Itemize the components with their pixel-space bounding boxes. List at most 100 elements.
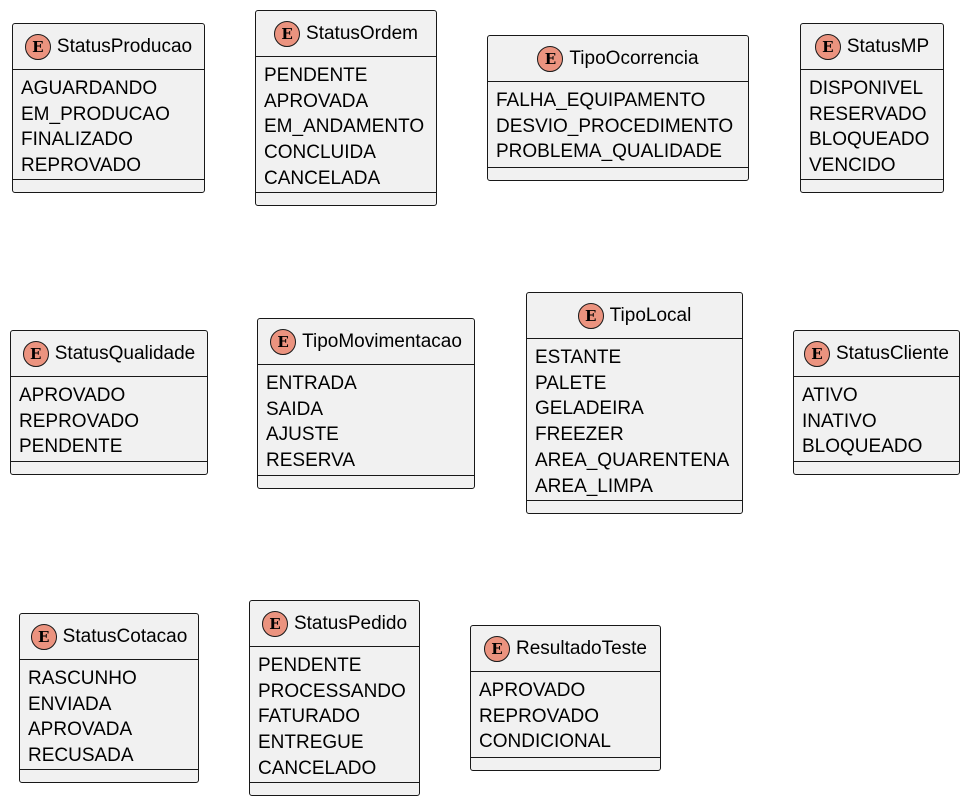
- enum-value: DISPONIVEL: [809, 78, 924, 99]
- enum-value: PENDENTE: [258, 655, 362, 676]
- enum-value: PENDENTE: [264, 65, 368, 86]
- enum-methods-divider: [20, 769, 198, 770]
- enum-name: StatusCotacao: [62, 625, 188, 647]
- enum-methods-divider: [488, 167, 748, 168]
- enum-value: INATIVO: [802, 410, 877, 432]
- enum-value: APROVADA: [28, 719, 133, 741]
- enum-name: StatusProducao: [56, 35, 193, 57]
- enum-name: TipoLocal: [609, 304, 692, 326]
- enum-values: FALHA_EQUIPAMENTO DESVIO_PROCEDIMENTO PROB…: [496, 88, 744, 165]
- enum-value: APROVADO: [479, 680, 586, 701]
- enum-value: APROVADO: [19, 385, 126, 406]
- enum-name: StatusPedido: [293, 612, 408, 634]
- enum-name: ResultadoTeste: [516, 637, 647, 659]
- enum-badge-icon: E: [270, 328, 297, 355]
- enum-name: TipoOcorrencia: [569, 47, 699, 69]
- enum-badge-icon: E: [577, 302, 604, 329]
- enum-value: CONCLUIDA: [264, 142, 376, 164]
- enum-value: FATURADO: [258, 706, 361, 728]
- enum-badge-icon: E: [814, 33, 841, 60]
- enum-value: RECUSADA: [28, 745, 134, 767]
- enum-value: FINALIZADO: [21, 129, 133, 151]
- enum-value: VENCIDO: [809, 155, 896, 177]
- enum-badge-icon: E: [261, 610, 288, 637]
- enum-methods-divider: [801, 179, 943, 180]
- enum-name: StatusOrdem: [306, 22, 418, 44]
- enum-values: RASCUNHO ENVIADA APROVADA RECUSADA: [28, 666, 194, 769]
- enum-value: RESERVA: [266, 450, 356, 472]
- enum-value: AREA_LIMPA: [535, 475, 653, 497]
- enum-name: StatusMP: [846, 35, 930, 57]
- enum-name: StatusCliente: [835, 342, 949, 364]
- enum-value: EM_PRODUCAO: [21, 103, 170, 125]
- enum-badge-icon: E: [537, 45, 564, 72]
- enum-value: EM_ANDAMENTO: [264, 116, 425, 138]
- enum-badge-icon: E: [22, 340, 49, 367]
- enum-value: CANCELADA: [264, 167, 381, 189]
- enum-methods-divider: [471, 757, 660, 758]
- enum-values: PENDENTE PROCESSANDO FATURADO ENTREGUE CANCE…: [258, 653, 415, 782]
- enum-value: FREEZER: [535, 424, 624, 446]
- enum-badge-icon: E: [30, 623, 57, 650]
- enum-methods-divider: [256, 192, 436, 193]
- enum-value: RESERVADO: [809, 103, 927, 125]
- enum-value: ENTRADA: [266, 373, 357, 394]
- enum-value: DESVIO_PROCEDIMENTO: [496, 115, 734, 137]
- enum-value: ESTANTE: [535, 347, 622, 368]
- enum-value: ENTREGUE: [258, 732, 364, 754]
- enum-name: TipoMovimentacao: [302, 330, 462, 352]
- enum-values: PENDENTE APROVADA EM_ANDAMENTO CONCLUIDA CAN…: [264, 63, 432, 192]
- enum-value: APROVADA: [264, 90, 369, 112]
- enum-methods-divider: [11, 461, 207, 462]
- enum-value: CANCELADO: [258, 757, 377, 779]
- enum-name: StatusQualidade: [54, 342, 196, 364]
- enum-methods-divider: [250, 782, 419, 783]
- enum-value: RASCUNHO: [28, 668, 137, 689]
- enum-value: GELADEIRA: [535, 398, 644, 420]
- enum-value: PENDENTE: [19, 436, 123, 458]
- enum-methods-divider: [794, 461, 959, 462]
- enum-badge-icon: E: [803, 340, 830, 367]
- enum-methods-divider: [527, 500, 742, 501]
- enum-value: REPROVADO: [21, 155, 142, 177]
- enum-value: FALHA_EQUIPAMENTO: [496, 90, 706, 111]
- enum-methods-divider: [258, 475, 474, 476]
- enum-badge-icon: E: [484, 635, 511, 662]
- enum-value: AGUARDANDO: [21, 78, 158, 99]
- enum-value: AJUSTE: [266, 424, 339, 446]
- enum-methods-divider: [13, 179, 204, 180]
- enum-value: ENVIADA: [28, 693, 112, 715]
- enum-value: BLOQUEADO: [809, 129, 930, 151]
- enum-value: PROBLEMA_QUALIDADE: [496, 141, 722, 163]
- enum-value: PALETE: [535, 372, 607, 394]
- enum-badge-icon: E: [24, 33, 51, 60]
- enum-values: AGUARDANDO EM_PRODUCAO FINALIZADO REPROVADO: [21, 76, 200, 179]
- enum-value: CONDICIONAL: [479, 731, 611, 753]
- enum-badge-icon: E: [274, 20, 301, 47]
- enum-value: PROCESSANDO: [258, 680, 406, 702]
